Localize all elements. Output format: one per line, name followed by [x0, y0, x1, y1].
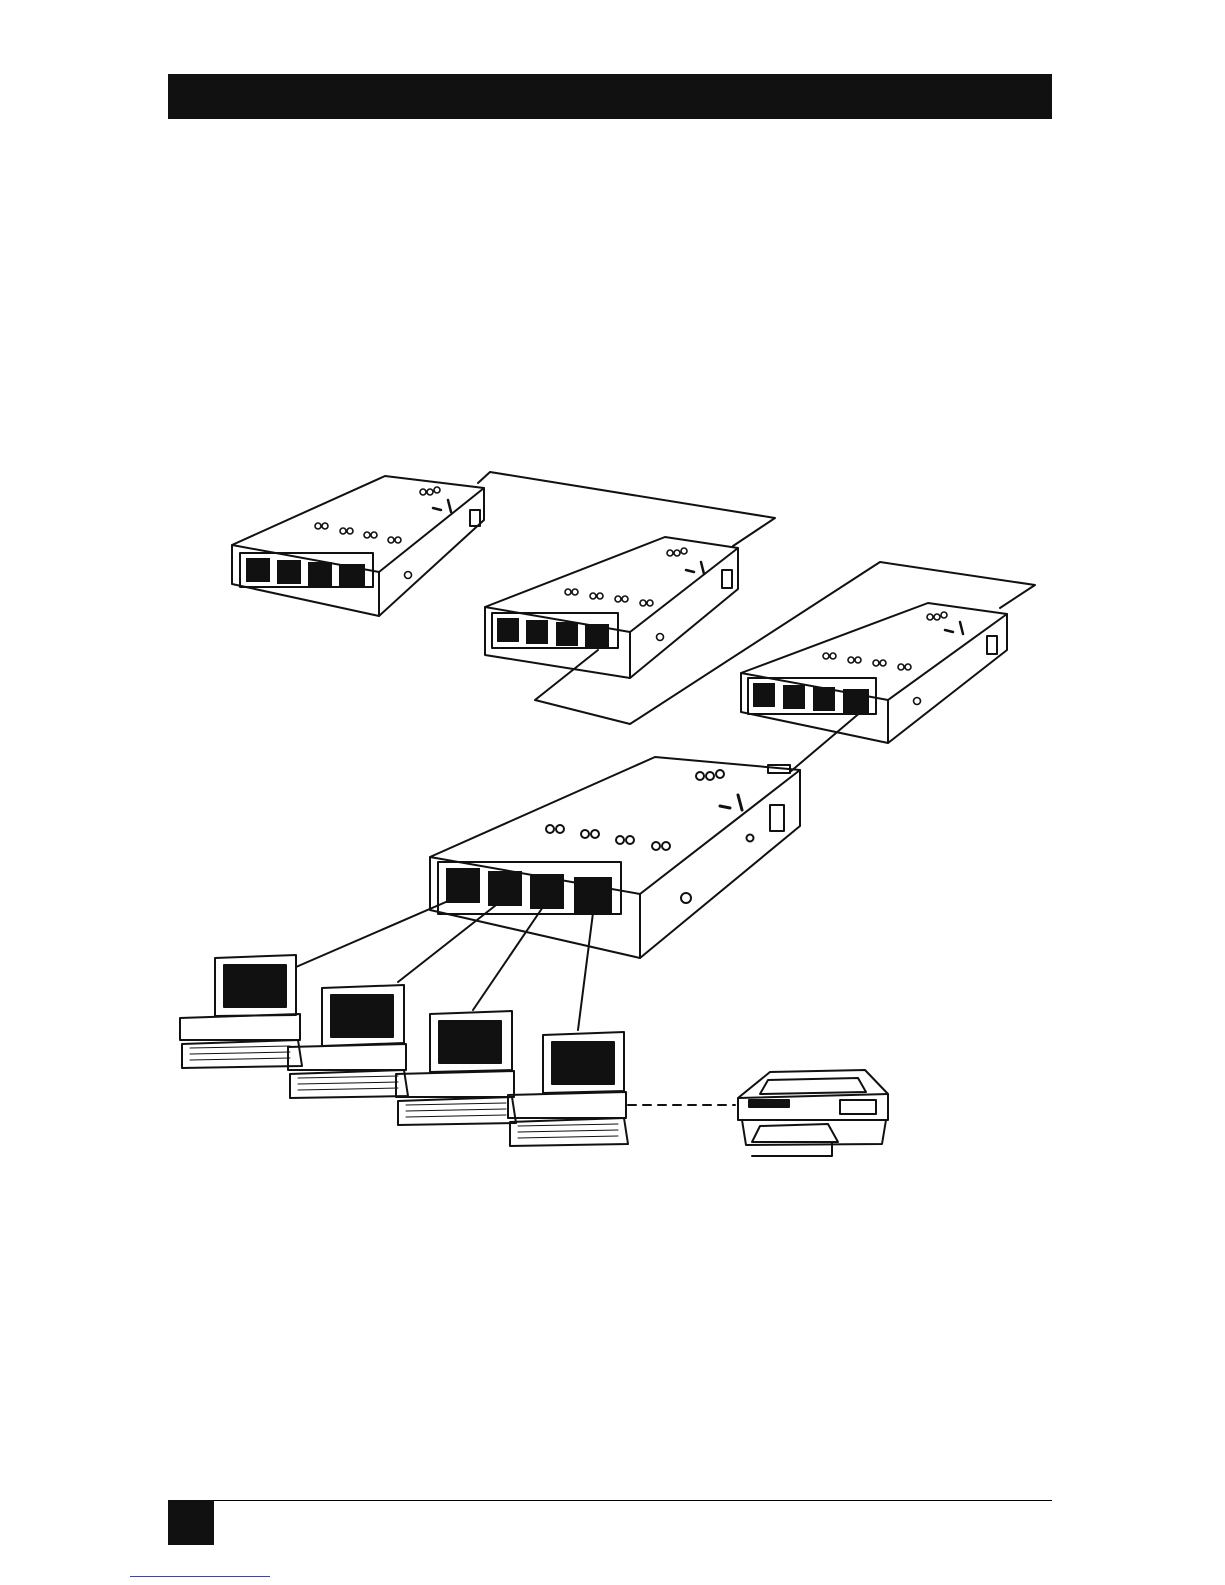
computer-1 — [180, 955, 302, 1068]
computer-2 — [288, 985, 408, 1098]
computer-3 — [396, 1011, 516, 1125]
hub-2-ports — [497, 618, 609, 648]
hub-3 — [741, 603, 1007, 743]
footer-rule — [168, 1500, 1052, 1501]
bottom-link-underline — [130, 1576, 270, 1577]
hub-1-ports — [246, 558, 365, 588]
cable-hub1-hub2 — [478, 472, 775, 546]
page-number-block — [168, 1500, 214, 1545]
printer-1 — [738, 1070, 888, 1156]
hub-4 — [430, 757, 800, 958]
computer-4 — [508, 1032, 628, 1146]
hub-2 — [485, 537, 738, 678]
hub-3-ports — [753, 683, 869, 713]
hub-1 — [232, 476, 484, 616]
cable-hub3-hub4 — [790, 711, 862, 772]
